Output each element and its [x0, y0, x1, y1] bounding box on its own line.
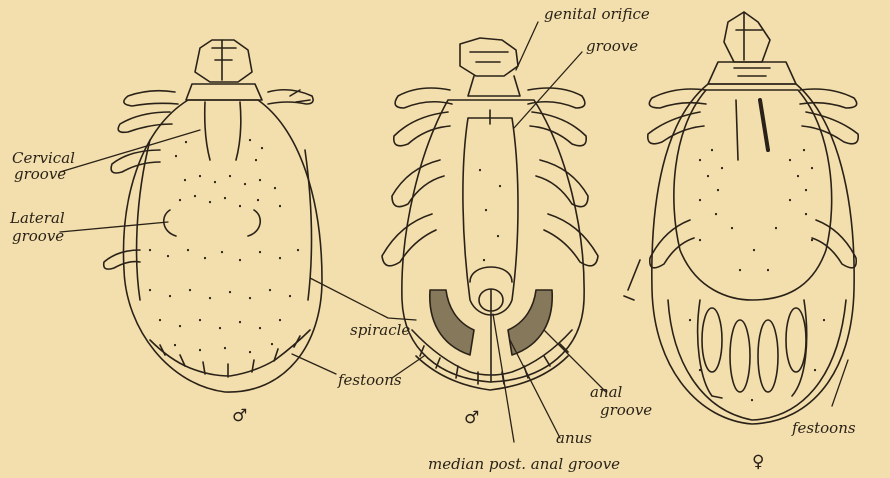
- male-symbol-left: ♂: [232, 406, 247, 426]
- label-cervical: Cervical: [12, 150, 75, 166]
- female-symbol: ♀: [752, 452, 764, 472]
- label-cervical-groove: groove: [14, 166, 66, 182]
- leader-lines: [60, 22, 848, 442]
- label-genital-orifice: genital orifice: [544, 6, 650, 22]
- label-groove-top: groove: [586, 38, 638, 54]
- label-median-post-anal-groove: median post. anal groove: [428, 456, 620, 472]
- label-anus: anus: [556, 430, 592, 446]
- label-lateral: Lateral: [10, 210, 65, 226]
- label-anal-groove: groove: [600, 402, 652, 418]
- label-festoons-right: festoons: [792, 420, 856, 436]
- female-dorsal-tick: [624, 12, 858, 424]
- label-lateral-groove: groove: [12, 228, 64, 244]
- label-spiracle: spiracle: [350, 322, 410, 338]
- male-dorsal-tick: [104, 40, 322, 392]
- male-ventral-tick: [382, 38, 598, 390]
- male-symbol-middle: ♂: [464, 408, 479, 428]
- label-festoons-left: festoons: [338, 372, 402, 388]
- label-anal: anal: [590, 384, 622, 400]
